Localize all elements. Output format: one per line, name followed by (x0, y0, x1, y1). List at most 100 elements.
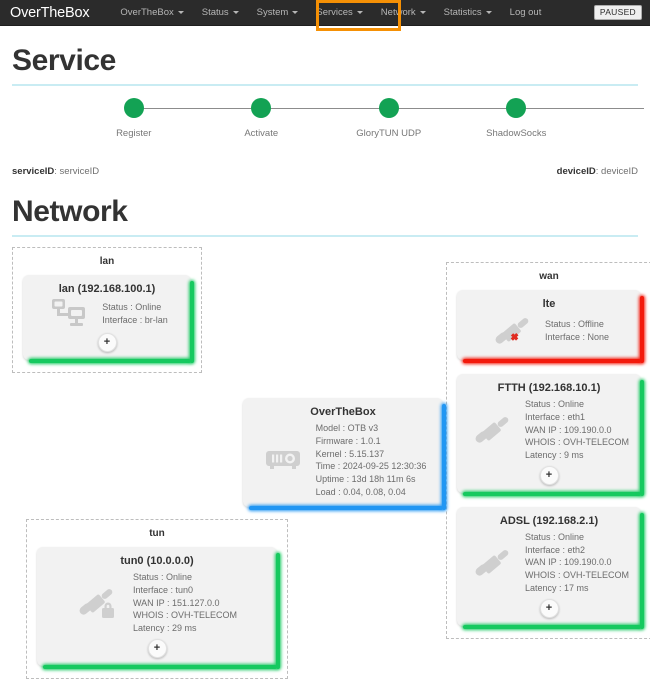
service-step-activate[interactable]: Activate (198, 98, 389, 139)
card-title: OverTheBox (310, 406, 376, 418)
card-tun0[interactable]: tun0 (10.0.0.0) (37, 547, 280, 669)
card-detail-line: Load : 0.04, 0.08, 0.04 (315, 486, 406, 497)
expand-button[interactable]: + (147, 638, 167, 658)
step-connector (261, 108, 389, 109)
card-body: Status : Online Interface : eth1 WAN IP … (467, 398, 631, 462)
nav-item-status[interactable]: Status (193, 0, 248, 25)
chevron-down-icon (177, 11, 184, 14)
page-content: Service Register Activate GloryTUN UDP (0, 44, 650, 691)
plug-broken-icon (489, 314, 535, 348)
chevron-down-icon (356, 11, 363, 14)
brand-logo[interactable]: OverTheBox (10, 4, 90, 21)
card-lte[interactable]: lte (457, 290, 644, 363)
step-connector (516, 108, 644, 109)
service-id-label: serviceID (12, 166, 55, 177)
card-detail-line: Interface : tun0 (132, 584, 194, 595)
card-overthebox[interactable]: OverTheBox (243, 398, 446, 510)
service-step-glorytun-udp[interactable]: GloryTUN UDP (325, 98, 517, 139)
service-progress: Register Activate GloryTUN UDP ShadowSoc… (12, 98, 644, 160)
top-navbar: OverTheBox OverTheBox Status System Serv… (0, 0, 650, 31)
service-ids-row: serviceID: serviceID deviceID: deviceID (12, 166, 638, 177)
service-step-shadowsocks[interactable]: ShadowSocks (453, 98, 644, 139)
group-title: lan (99, 256, 115, 267)
card-detail-line: Latency : 9 ms (524, 450, 584, 461)
network-section-title: Network (12, 195, 128, 228)
card-detail-line: Latency : 29 ms (132, 623, 197, 634)
card-detail-line: Kernel : 5.15.137 (315, 448, 385, 459)
device-id-value: deviceID (601, 166, 638, 177)
nav-item-services[interactable]: Services (307, 0, 371, 25)
card-detail-line: Interface : eth2 (524, 544, 586, 555)
service-step-list: Register Activate GloryTUN UDP ShadowSoc… (12, 98, 644, 139)
card-title: lan (192.168.100.1) (58, 283, 156, 295)
expand-button[interactable]: + (97, 333, 117, 352)
card-detail-line: Interface : eth1 (524, 411, 586, 422)
card-details: Status : Online Interface : eth1 WAN IP … (525, 398, 629, 462)
card-body: Status : Offline Interface : None (467, 314, 631, 348)
service-section-title: Service (12, 44, 116, 77)
network-group-tun: tun tun0 (10.0.0.0) (26, 519, 288, 679)
step-dot (506, 98, 527, 118)
nav-item-overthebox[interactable]: OverTheBox (111, 0, 192, 25)
card-detail-line: Status : Offline (544, 319, 604, 330)
card-body: Status : Online Interface : tun0 WAN IP … (47, 571, 267, 635)
nav-item-statistics[interactable]: Statistics (435, 0, 501, 25)
nav-item-label: Services (316, 7, 353, 18)
plug-icon (469, 546, 515, 580)
plug-lock-icon (77, 585, 123, 621)
chevron-down-icon (292, 11, 299, 14)
card-details: Status : Online Interface : br-lan (102, 301, 168, 327)
step-label: GloryTUN UDP (356, 128, 422, 139)
device-card-wrapper: OverTheBox (243, 398, 446, 510)
network-group-lan: lan lan (192.168.100.1) (12, 247, 202, 373)
card-body: Status : Online Interface : eth2 WAN IP … (467, 531, 631, 595)
card-detail-line: Interface : br-lan (102, 315, 168, 325)
card-title: FTTH (192.168.10.1) (497, 382, 601, 394)
group-title: tun (149, 528, 165, 539)
card-title: ADSL (192.168.2.1) (499, 514, 599, 527)
step-connector (388, 108, 517, 109)
network-divider (12, 235, 638, 237)
card-detail-line: Status : Online (102, 302, 162, 313)
chevron-down-icon (485, 11, 492, 14)
device-id: deviceID: deviceID (556, 166, 638, 177)
network-diagram: lan lan (192.168.100.1) (12, 247, 650, 691)
card-detail-line: WHOIS : OVH-TELECOM (524, 570, 629, 581)
card-details: Status : Online Interface : tun0 WAN IP … (133, 571, 237, 635)
card-adsl[interactable]: ADSL (192.168.2.1) Status : Online Inter… (457, 506, 644, 629)
group-title: wan (539, 271, 559, 282)
plug-icon (469, 413, 515, 447)
service-id: serviceID: serviceID (12, 166, 100, 177)
step-label: ShadowSocks (486, 128, 547, 139)
card-lan[interactable]: lan (192.168.100.1) (23, 275, 194, 363)
card-details: Status : Offline Interface : None (545, 318, 609, 344)
card-detail-line: Status : Online (524, 399, 585, 409)
card-detail-line: WHOIS : OVH-TELECOM (132, 610, 237, 621)
card-ftth[interactable]: FTTH (192.168.10.1) Status : Online Inte… (457, 374, 644, 496)
card-detail-line: Time : 2024-09-25 12:30:36 (315, 461, 427, 472)
step-label: Register (116, 128, 152, 139)
expand-button[interactable]: + (539, 465, 559, 485)
service-divider (12, 84, 638, 86)
step-label: Activate (244, 128, 279, 139)
card-detail-line: Latency : 17 ms (524, 582, 589, 593)
expand-button[interactable]: + (539, 598, 559, 618)
card-detail-line: WAN IP : 109.190.0.0 (524, 424, 612, 435)
nav-item-log-out[interactable]: Log out (501, 0, 551, 25)
card-spacer (467, 348, 631, 352)
device-id-label: deviceID (556, 166, 596, 177)
step-dot (251, 98, 272, 118)
projector-icon (260, 448, 306, 472)
nav-item-label: Log out (509, 7, 542, 18)
nav-item-system[interactable]: System (248, 0, 308, 25)
step-connector (133, 108, 262, 109)
nav-item-label: System (256, 7, 289, 18)
service-step-register[interactable]: Register (70, 98, 262, 139)
nav-item-label: Network (380, 7, 416, 18)
nav-item-network[interactable]: Network (372, 0, 435, 25)
sitemap-icon (46, 299, 92, 329)
step-dot (378, 98, 399, 118)
nav-item-label: OverTheBox (120, 7, 174, 18)
nav-item-label: Status (201, 7, 229, 18)
nav-menu: OverTheBox Status System Services Networ… (111, 0, 550, 25)
